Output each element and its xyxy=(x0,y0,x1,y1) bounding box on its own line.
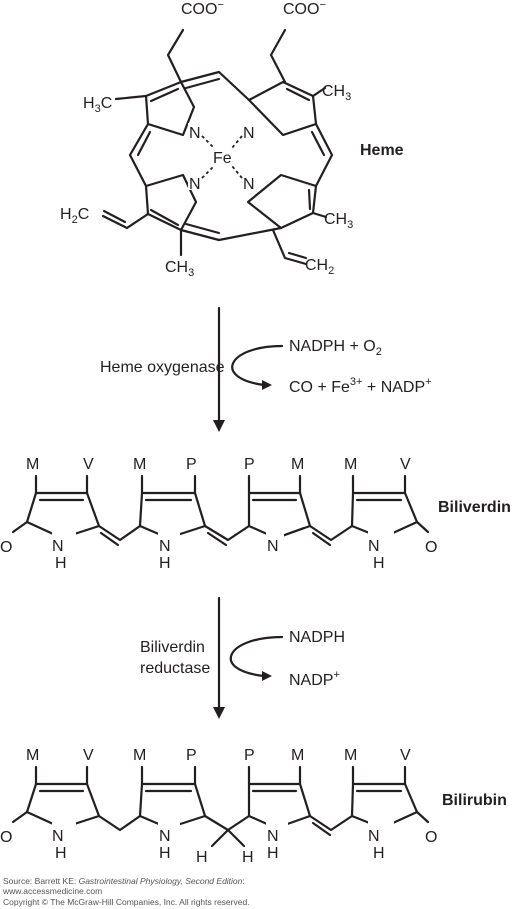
bv-nh-a: N xyxy=(52,538,64,555)
bv-label-m3: M xyxy=(291,456,304,473)
br-h-d: H xyxy=(373,845,385,862)
bv-label-m2: M xyxy=(133,456,146,473)
br-label-m2: M xyxy=(133,747,146,764)
br-h-a: H xyxy=(55,845,67,862)
heme-n1: N xyxy=(189,125,201,142)
source-copyright: Copyright © The McGraw-Hill Companies, I… xyxy=(3,897,250,907)
heme-methyl-left: H3C xyxy=(83,95,112,115)
bv-nh-b: N xyxy=(159,538,171,555)
br-h-c: H xyxy=(267,845,279,862)
bv-nh-d: N xyxy=(368,538,380,555)
br-label-m4: M xyxy=(344,747,357,764)
bv-h-a: H xyxy=(55,555,67,572)
bv-label-m4: M xyxy=(344,456,357,473)
br-label-v1: V xyxy=(83,747,94,764)
biliverdin-structure: M V M P P M M V O N H N H xyxy=(0,456,511,572)
reaction-step-heme-oxygenase: Heme oxygenase NADPH + O2 CO + Fe3+ + NA… xyxy=(100,306,432,432)
br-h-bridge-left: H xyxy=(196,849,208,866)
heme-vinyl-right: CH2 xyxy=(305,257,334,277)
br-label-m1: M xyxy=(26,747,39,764)
br-h-b: H xyxy=(159,845,171,862)
bv-n-c: N xyxy=(267,538,279,555)
bv-label-p1: P xyxy=(186,456,197,473)
br-nh-c: N xyxy=(267,828,279,845)
reaction-step-biliverdin-reductase: Biliverdin reductase NADPH NADP+ xyxy=(140,596,345,719)
heme-methyl-bottom: CH3 xyxy=(165,259,194,279)
heme-iron: Fe xyxy=(213,150,232,167)
heme-label: Heme xyxy=(360,142,404,159)
bv-h-d: H xyxy=(373,555,385,572)
br-label-p2: P xyxy=(244,747,255,764)
bilirubin-structure: M V M P P M M V O N H N H H H xyxy=(0,747,507,866)
step2-output: NADP+ xyxy=(289,669,340,689)
bv-label-v2: V xyxy=(400,456,411,473)
heme-structure: COO− COO− N N N N xyxy=(60,0,404,279)
step1-input: NADPH + O2 xyxy=(289,338,382,358)
bv-h-b: H xyxy=(159,555,171,572)
br-label-v2: V xyxy=(400,747,411,764)
bv-label-m1: M xyxy=(26,456,39,473)
bv-oxo-right: O xyxy=(425,539,437,556)
enzyme-heme-oxygenase: Heme oxygenase xyxy=(100,359,225,376)
source-suffix: : xyxy=(242,876,245,886)
source-line-2: www.accessmedicine.com xyxy=(3,886,103,896)
br-oxo-left: O xyxy=(0,829,12,846)
bv-label-v1: V xyxy=(83,456,94,473)
br-label-m3: M xyxy=(291,747,304,764)
br-h-bridge-right: H xyxy=(242,849,254,866)
biliverdin-label: Biliverdin xyxy=(438,499,511,516)
step1-output: CO + Fe3+ + NADP+ xyxy=(289,376,432,396)
br-label-p1: P xyxy=(186,747,197,764)
br-nh-a: N xyxy=(52,828,64,845)
heme-vinyl-left: H2C xyxy=(60,206,89,226)
heme-n2: N xyxy=(243,125,255,142)
step2-input: NADPH xyxy=(289,629,345,646)
heme-n4: N xyxy=(243,176,255,193)
enzyme-biliverdin: Biliverdin xyxy=(140,639,205,656)
br-nh-d: N xyxy=(368,828,380,845)
br-oxo-right: O xyxy=(425,829,437,846)
bilirubin-label: Bilirubin xyxy=(442,792,507,809)
heme-methyl-right-lower: CH3 xyxy=(324,211,353,231)
bv-oxo-left: O xyxy=(0,539,12,556)
heme-cooh-right: COO− xyxy=(283,0,326,18)
heme-methyl-right: CH3 xyxy=(322,83,351,103)
enzyme-reductase: reductase xyxy=(140,660,210,677)
source-prefix: Source: Barrett KE: xyxy=(3,876,79,886)
bv-label-p2: P xyxy=(244,456,255,473)
heme-cooh-left: COO− xyxy=(181,0,224,18)
heme-n3: N xyxy=(189,176,201,193)
source-title: Gastrointestinal Physiology, Second Edit… xyxy=(78,876,243,886)
br-nh-b: N xyxy=(159,828,171,845)
source-line-1: Source: Barrett KE: Gastrointestinal Phy… xyxy=(3,876,245,886)
